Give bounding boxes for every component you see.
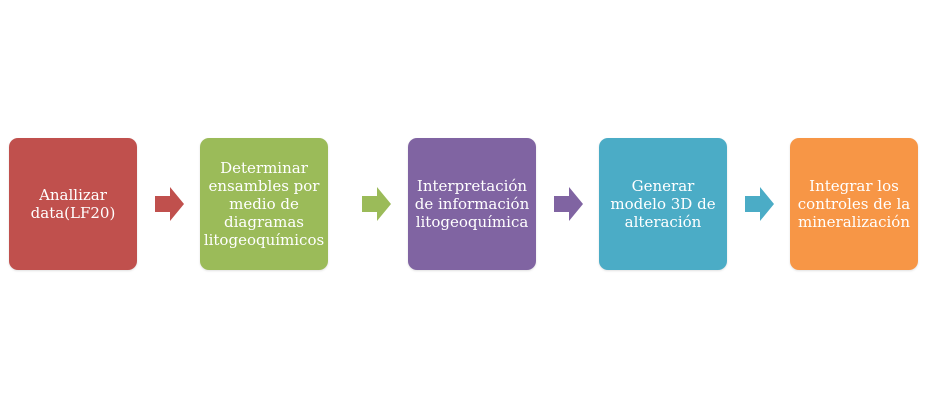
step-label: Integrar los controles de la mineralizac… xyxy=(797,177,911,231)
step-determinar-ensambles: Determinar ensambles por medio de diagra… xyxy=(200,138,328,270)
arrow-right-icon xyxy=(554,187,583,221)
arrow-right-icon xyxy=(745,187,774,221)
step-label: Anallizar data(LF20) xyxy=(30,186,116,222)
step-integrar-controles: Integrar los controles de la mineralizac… xyxy=(790,138,918,270)
step-label: Determinar ensambles por medio de diagra… xyxy=(203,159,325,249)
arrow-right-icon xyxy=(155,187,184,221)
step-analizar-data: Anallizar data(LF20) xyxy=(9,138,137,270)
step-interpretacion: Interpretación de información litogeoquí… xyxy=(408,138,536,270)
arrow-right-icon xyxy=(362,187,391,221)
step-generar-modelo: Generar modelo 3D de alteración xyxy=(599,138,727,270)
step-label: Generar modelo 3D de alteración xyxy=(610,177,716,231)
step-label: Interpretación de información litogeoquí… xyxy=(414,177,530,231)
